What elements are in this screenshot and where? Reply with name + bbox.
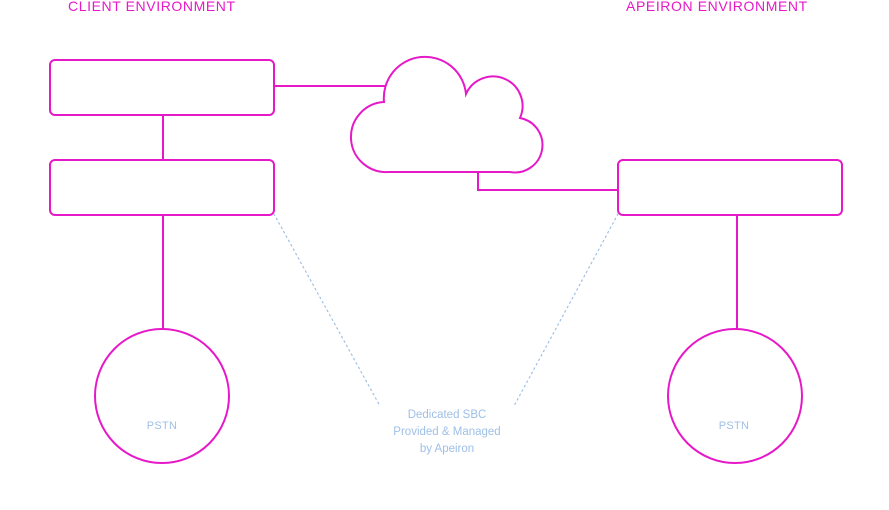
pstn-left-label: PSTN xyxy=(146,420,178,432)
dotted-line-left xyxy=(273,213,381,407)
cloud-icon xyxy=(349,55,544,174)
connector-cloud-to-box3 xyxy=(477,172,619,191)
client-environment-heading: CLIENT ENVIRONMENT xyxy=(68,0,236,14)
note-line-2: Provided & Managed xyxy=(393,426,501,438)
client-sbc-box xyxy=(49,159,275,216)
dotted-line-right xyxy=(513,213,619,407)
pstn-right-circle xyxy=(667,328,803,464)
apeiron-environment-heading: APEIRON ENVIRONMENT xyxy=(626,0,808,14)
client-top-box xyxy=(49,59,275,116)
note-line-1: Dedicated SBC xyxy=(407,409,487,421)
pstn-right-label: PSTN xyxy=(718,420,750,432)
apeiron-sbc-box xyxy=(617,159,843,216)
pstn-left-circle xyxy=(94,328,230,464)
note-line-3: by Apeiron xyxy=(419,443,475,455)
dedicated-sbc-note: Dedicated SBC Provided & Managed by Apei… xyxy=(367,407,527,458)
